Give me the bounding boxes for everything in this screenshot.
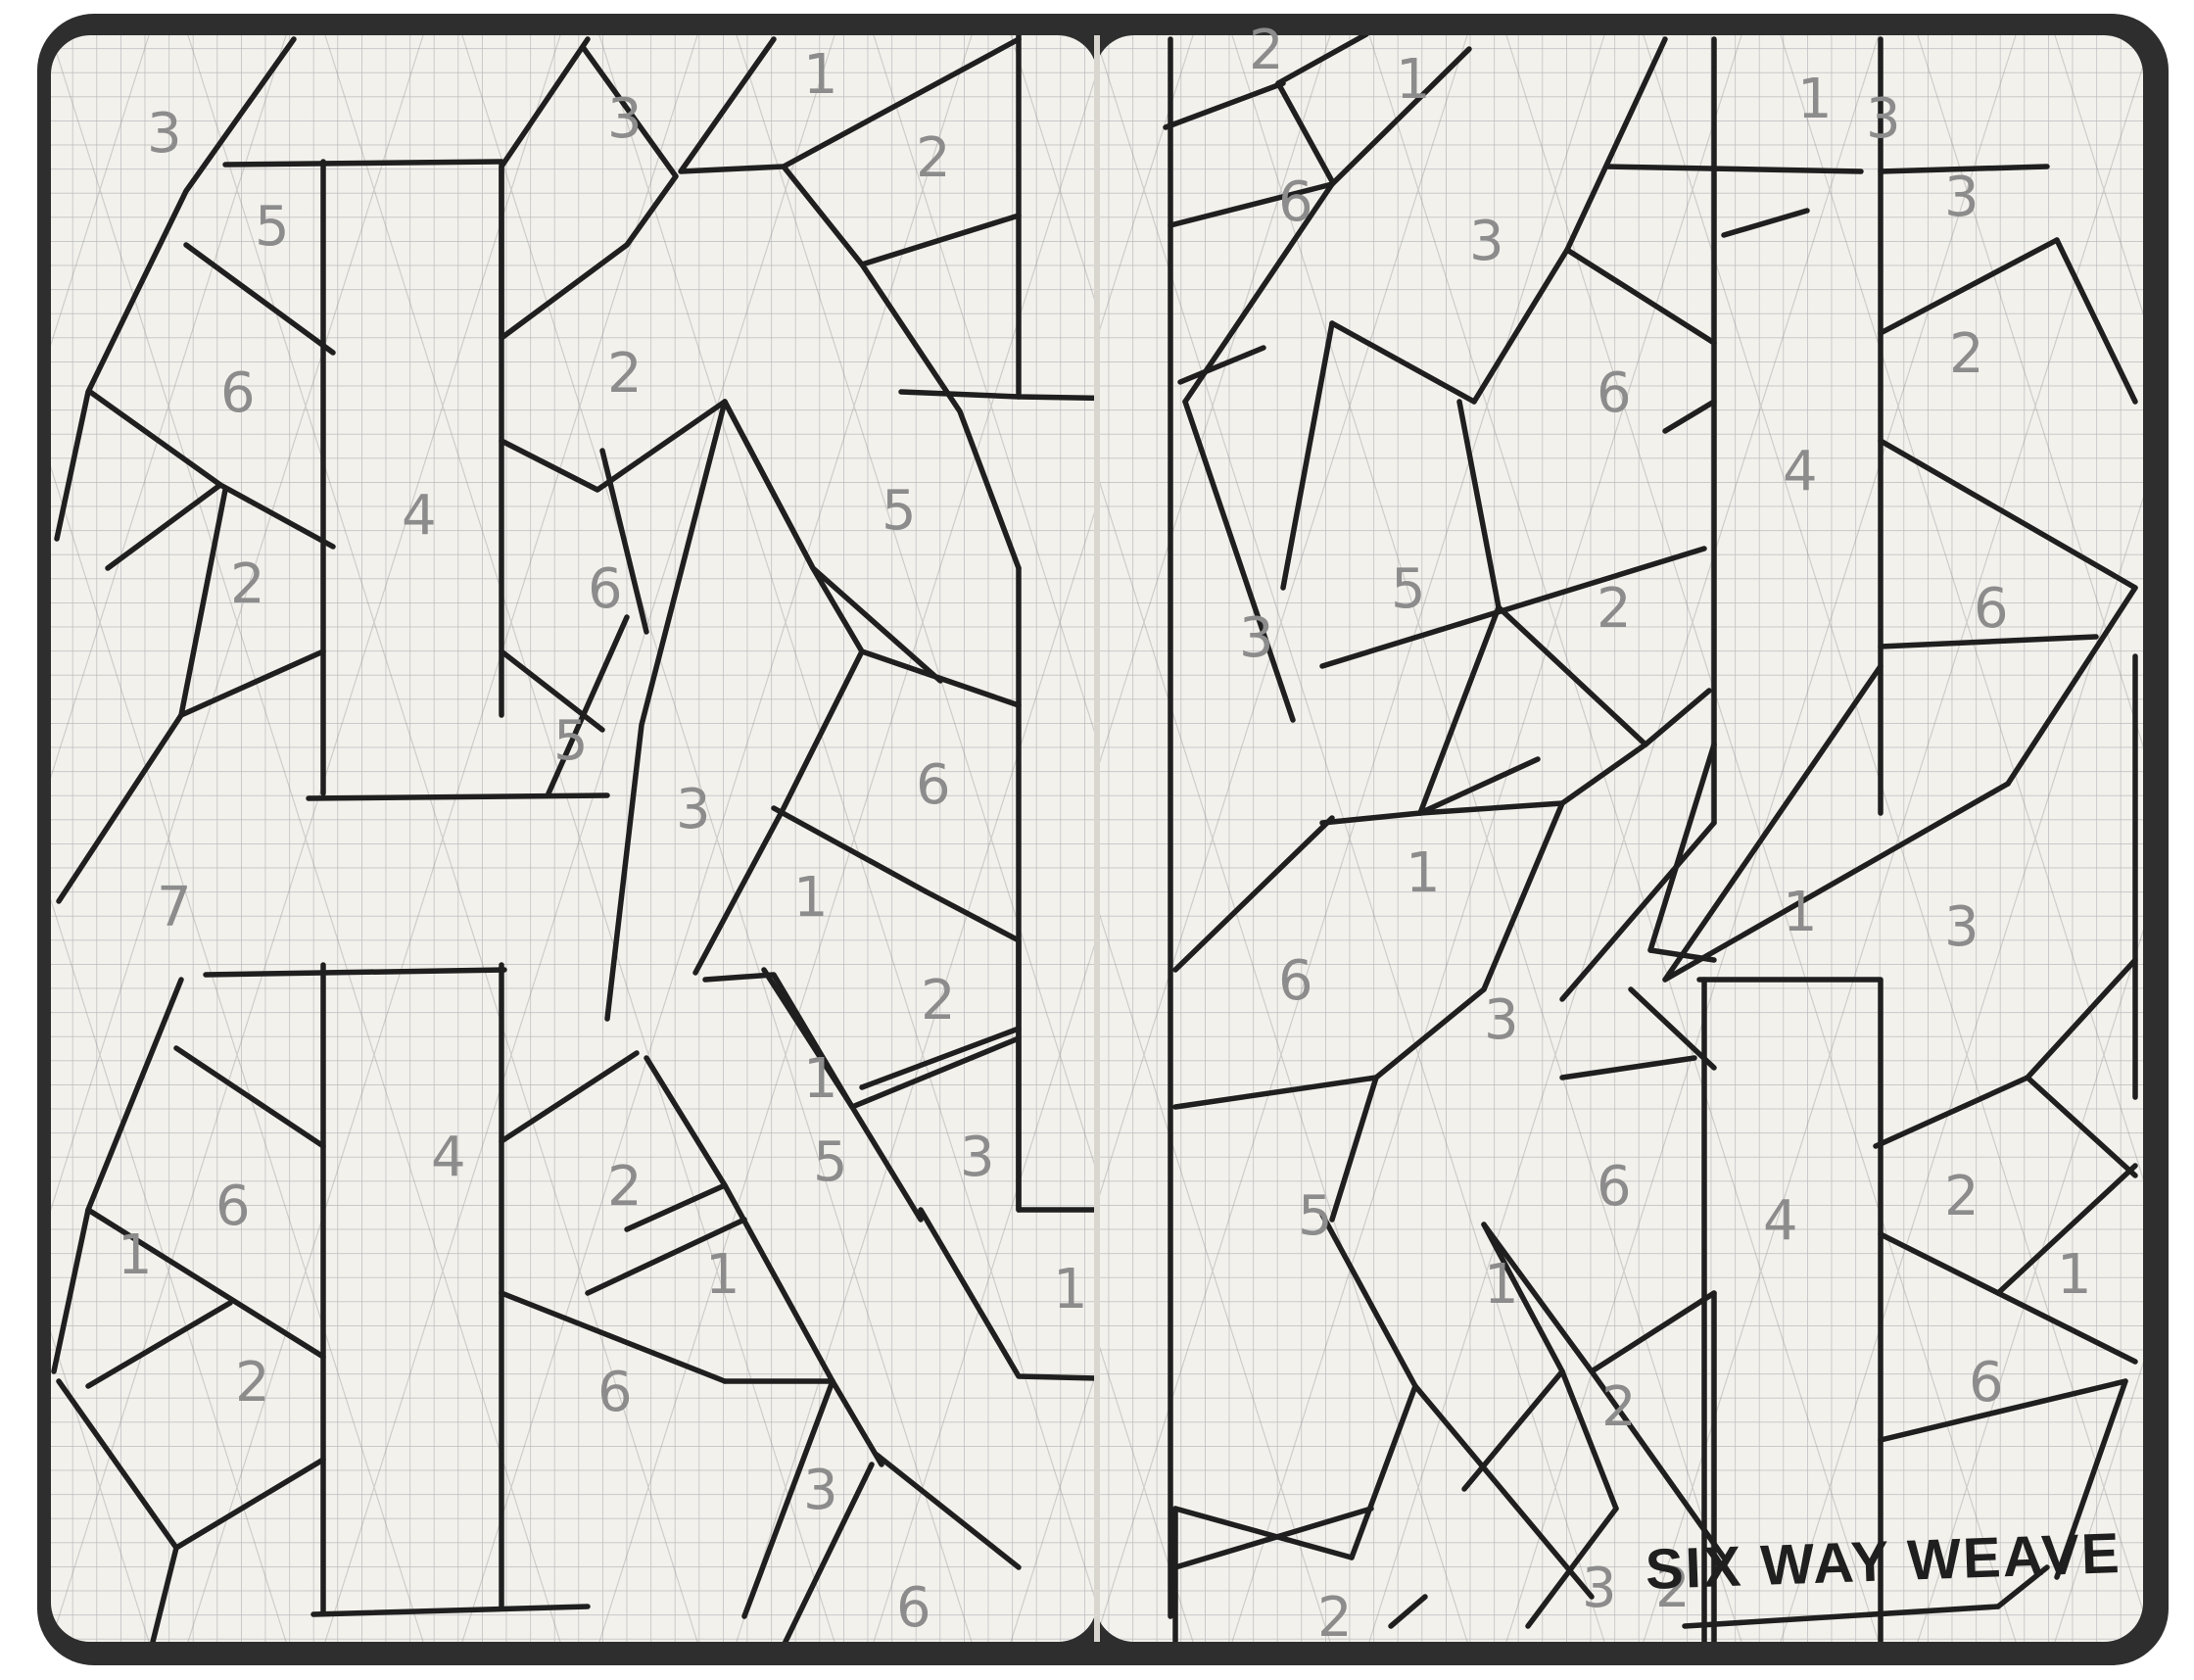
pencil-number-label: 3	[1484, 988, 1519, 1052]
left-page-grid	[51, 35, 1097, 1642]
pencil-number-label: 4	[431, 1126, 466, 1189]
pencil-number-label: 6	[916, 753, 951, 817]
pencil-number-label: 3	[1944, 166, 1979, 229]
pencil-number-label: 1	[1484, 1253, 1519, 1317]
pencil-number-label: 2	[607, 342, 643, 406]
pencil-number-label: 3	[676, 778, 711, 841]
pencil-number-label: 1	[1053, 1258, 1088, 1321]
pencil-number-label: 6	[220, 361, 256, 425]
pencil-number-label: 3	[803, 1459, 838, 1522]
pencil-number-label: 6	[215, 1175, 251, 1238]
pencil-number-label: 1	[705, 1243, 740, 1307]
pencil-number-label: 1	[793, 866, 829, 930]
pencil-number-label: 5	[882, 479, 917, 543]
pencil-number-label: 1	[1396, 48, 1431, 112]
pencil-number-label: 6	[1597, 361, 1632, 425]
pencil-number-label: 3	[1239, 606, 1274, 670]
pencil-number-label: 6	[597, 1361, 633, 1424]
pencil-number-label: 3	[1469, 210, 1504, 273]
pencil-number-label: 1	[1783, 881, 1818, 944]
pencil-number-label: 3	[1866, 87, 1901, 151]
pencil-number-label: 3	[607, 87, 643, 151]
pencil-number-label: 2	[1597, 577, 1632, 641]
pencil-number-label: 6	[1278, 170, 1313, 234]
pencil-number-label: 6	[1597, 1155, 1632, 1219]
pencil-number-label: 1	[2057, 1243, 2092, 1307]
pencil-number-label: 2	[1317, 1586, 1353, 1650]
pencil-number-label: 3	[1944, 895, 1979, 959]
pencil-number-label: 3	[960, 1126, 995, 1189]
ink-line	[309, 795, 607, 798]
pencil-number-label: 3	[1582, 1557, 1617, 1620]
pencil-guide-line	[0, 35, 12, 1642]
pencil-number-label: 3	[147, 102, 182, 166]
pencil-number-label: 1	[1797, 68, 1833, 131]
pencil-number-label: 1	[803, 43, 838, 107]
pencil-number-label: 5	[1391, 557, 1426, 621]
pencil-number-label: 6	[1974, 577, 2009, 641]
pencil-number-label: 5	[1298, 1184, 1333, 1248]
pencil-number-label: 2	[235, 1351, 270, 1415]
pencil-number-label: 4	[1783, 440, 1818, 504]
pencil-number-label: 1	[118, 1224, 153, 1287]
pencil-number-label: 2	[607, 1155, 643, 1219]
pencil-number-label: 6	[1969, 1351, 2004, 1415]
pencil-number-label: 2	[1601, 1375, 1637, 1439]
pencil-number-label: 6	[1278, 949, 1313, 1013]
pencil-number-label: 1	[1406, 841, 1441, 905]
pencil-number-label: 1	[803, 1047, 838, 1111]
pencil-number-label: 2	[916, 126, 951, 190]
pencil-number-label: 4	[1763, 1189, 1798, 1253]
pencil-number-label: 6	[896, 1576, 931, 1640]
pencil-number-label: 5	[813, 1130, 848, 1194]
pencil-number-label: 2	[230, 552, 265, 616]
pencil-number-label: 2	[1949, 322, 1984, 386]
pencil-number-label: 4	[402, 484, 437, 548]
pencil-number-label: 2	[921, 969, 956, 1032]
ink-line	[225, 162, 501, 165]
pencil-number-label: 5	[553, 709, 589, 773]
pencil-number-label: 5	[255, 195, 290, 259]
pencil-number-label: 2	[1249, 19, 1284, 82]
pencil-number-label: 2	[1944, 1165, 1979, 1228]
pencil-number-label: 7	[157, 876, 192, 939]
pencil-guide-line	[0, 35, 12, 1642]
pencil-number-label: 6	[588, 557, 623, 621]
